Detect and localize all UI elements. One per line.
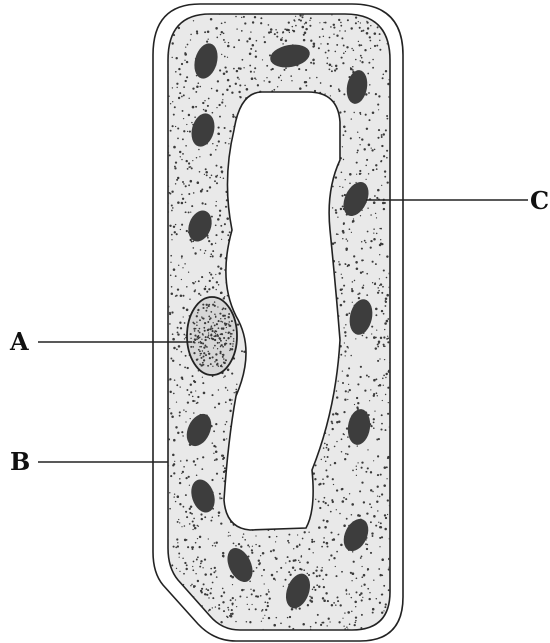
label-b: B [10,447,30,476]
label-a: A [9,327,29,356]
label-c: C [530,186,549,215]
